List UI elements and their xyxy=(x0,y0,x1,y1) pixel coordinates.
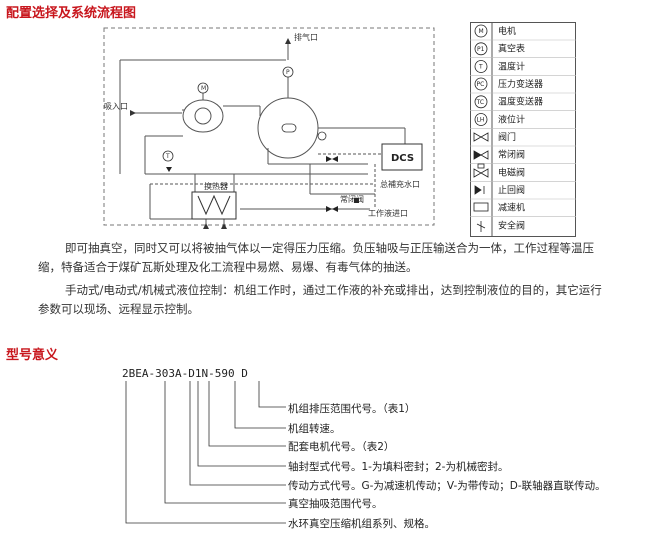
model-meaning-6: 真空抽吸范围代号。 xyxy=(288,498,383,510)
legend-label-level-gauge: 液位计 xyxy=(498,113,525,125)
model-meaning-3: 配套电机代号。（表2） xyxy=(288,441,395,453)
description-p2-line1: 手动式/电动式/机械式液位控制：机组工作时，通过工作液的补充或排出，达到控制液位… xyxy=(65,283,602,297)
motor-icon xyxy=(197,82,209,94)
description-paragraph-1: 即可抽真空，同时又可以将被抽气体以一定得压力压缩。负压轴吸与正压输送合为一体，工… xyxy=(38,239,650,277)
svg-text:PC: PC xyxy=(477,81,485,88)
legend-label-reducer: 减速机 xyxy=(498,202,525,214)
model-meaning-7: 水环真空压缩机组系列、规格。 xyxy=(288,518,435,530)
legend-level-gauge-icon xyxy=(474,113,488,126)
equipment-boundary xyxy=(103,27,435,226)
symbol-legend: M P1 T PC TC LH 电机 真空表 温度计 压力变送器 温度变送器 液… xyxy=(470,22,576,237)
model-meaning-2: 机组转速。 xyxy=(288,423,341,435)
legend-label-valve: 阀门 xyxy=(498,131,516,143)
model-code: 2BEA-303A-D1N-590 D xyxy=(122,367,248,380)
legend-valve-icon xyxy=(473,132,482,142)
legend-reducer-icon xyxy=(473,202,489,212)
legend-normally-closed-valve-icon xyxy=(473,150,482,160)
vacuum-gauge-icon xyxy=(282,66,294,78)
level-gauge-icon xyxy=(281,123,297,133)
thermometer-icon xyxy=(162,150,174,162)
description-p1-line1: 即可抽真空，同时又可以将被抽气体以一定得压力压缩。负压轴吸与正压输送合为一体，工… xyxy=(65,241,594,255)
pressure-transmitter-icon xyxy=(317,131,327,141)
makeup-water-label: 总補充水口 xyxy=(380,179,420,189)
legend-label-normally-closed-valve: 常闭阀 xyxy=(498,149,525,161)
legend-label-vacuum-gauge: 真空表 xyxy=(498,43,525,55)
svg-text:M: M xyxy=(479,28,484,35)
model-meaning-4: 轴封型式代号。1-为填料密封；2-为机械密封。 xyxy=(288,461,509,473)
model-meaning-5: 传动方式代号。G-为减速机传动；V-为带传动；D-联轴器直联传动。 xyxy=(288,480,606,492)
svg-text:TC: TC xyxy=(476,99,485,106)
dcs-box xyxy=(381,143,423,171)
working-fluid-inlet-label: 工作液进口 xyxy=(368,208,408,218)
svg-text:T: T xyxy=(165,153,170,160)
description-paragraph-2: 手动式/电动式/机械式液位控制：机组工作时，通过工作液的补充或排出，达到控制液位… xyxy=(38,281,650,319)
legend-label-safety-valve: 安全阀 xyxy=(498,219,525,231)
legend-check-valve-icon xyxy=(474,185,482,195)
legend-motor-icon xyxy=(474,24,488,38)
inlet-arrow-icon xyxy=(130,110,136,116)
description-p2-line2: 参数可以现场、远程显示控制。 xyxy=(38,302,199,316)
heat-exchanger-label: 换热器 xyxy=(204,181,228,191)
legend-temperature-transmitter-icon xyxy=(474,95,488,109)
heat-exchanger xyxy=(191,191,237,220)
solenoid-valve-icon xyxy=(354,198,359,203)
legend-thermometer-icon xyxy=(474,60,488,73)
flowchart-section-title: 配置选择及系统流程图 xyxy=(6,6,137,21)
valve-icon xyxy=(326,156,332,162)
legend-label-pressure-transmitter: 压力变送器 xyxy=(498,78,543,90)
model-meaning-1: 机组排压范围代号。（表1） xyxy=(288,403,416,415)
legend-label-thermometer: 温度计 xyxy=(498,60,525,72)
legend-pressure-transmitter-icon xyxy=(474,77,488,91)
normally-closed-valve-icon xyxy=(326,206,332,212)
exhaust-label: 排气口 xyxy=(294,32,318,42)
exhaust-arrow-icon xyxy=(285,38,291,44)
svg-text:T: T xyxy=(478,64,483,71)
legend-label-temperature-transmitter: 温度变送器 xyxy=(498,96,543,108)
legend-vacuum-gauge-icon xyxy=(474,42,488,56)
inlet-label: 吸入口 xyxy=(104,102,128,111)
model-meaning-title: 型号意义 xyxy=(6,348,59,363)
description-p1-line2: 缩，特备适合于煤矿瓦斯处理及化工流程中易燃、易爆、有毒气体的抽送。 xyxy=(38,260,418,274)
svg-text:P: P xyxy=(286,69,290,76)
normally-closed-label: 常闭阀 xyxy=(340,195,364,204)
legend-label-motor: 电机 xyxy=(498,25,516,37)
legend-label-solenoid-valve: 电磁阀 xyxy=(498,166,525,178)
svg-text:P1: P1 xyxy=(477,46,485,53)
legend-label-check-valve: 止回阀 xyxy=(498,184,525,196)
legend-solenoid-valve-icon xyxy=(473,168,482,178)
svg-text:M: M xyxy=(201,85,206,92)
dcs-label: DCS xyxy=(391,153,414,164)
check-valve-icon xyxy=(166,167,172,172)
process-flow-diagram: 换热器 DCS M P T 排气口 吸入口 总補充水口 常闭阀 工作液进口 xyxy=(103,27,435,229)
svg-text:LH: LH xyxy=(477,117,485,124)
